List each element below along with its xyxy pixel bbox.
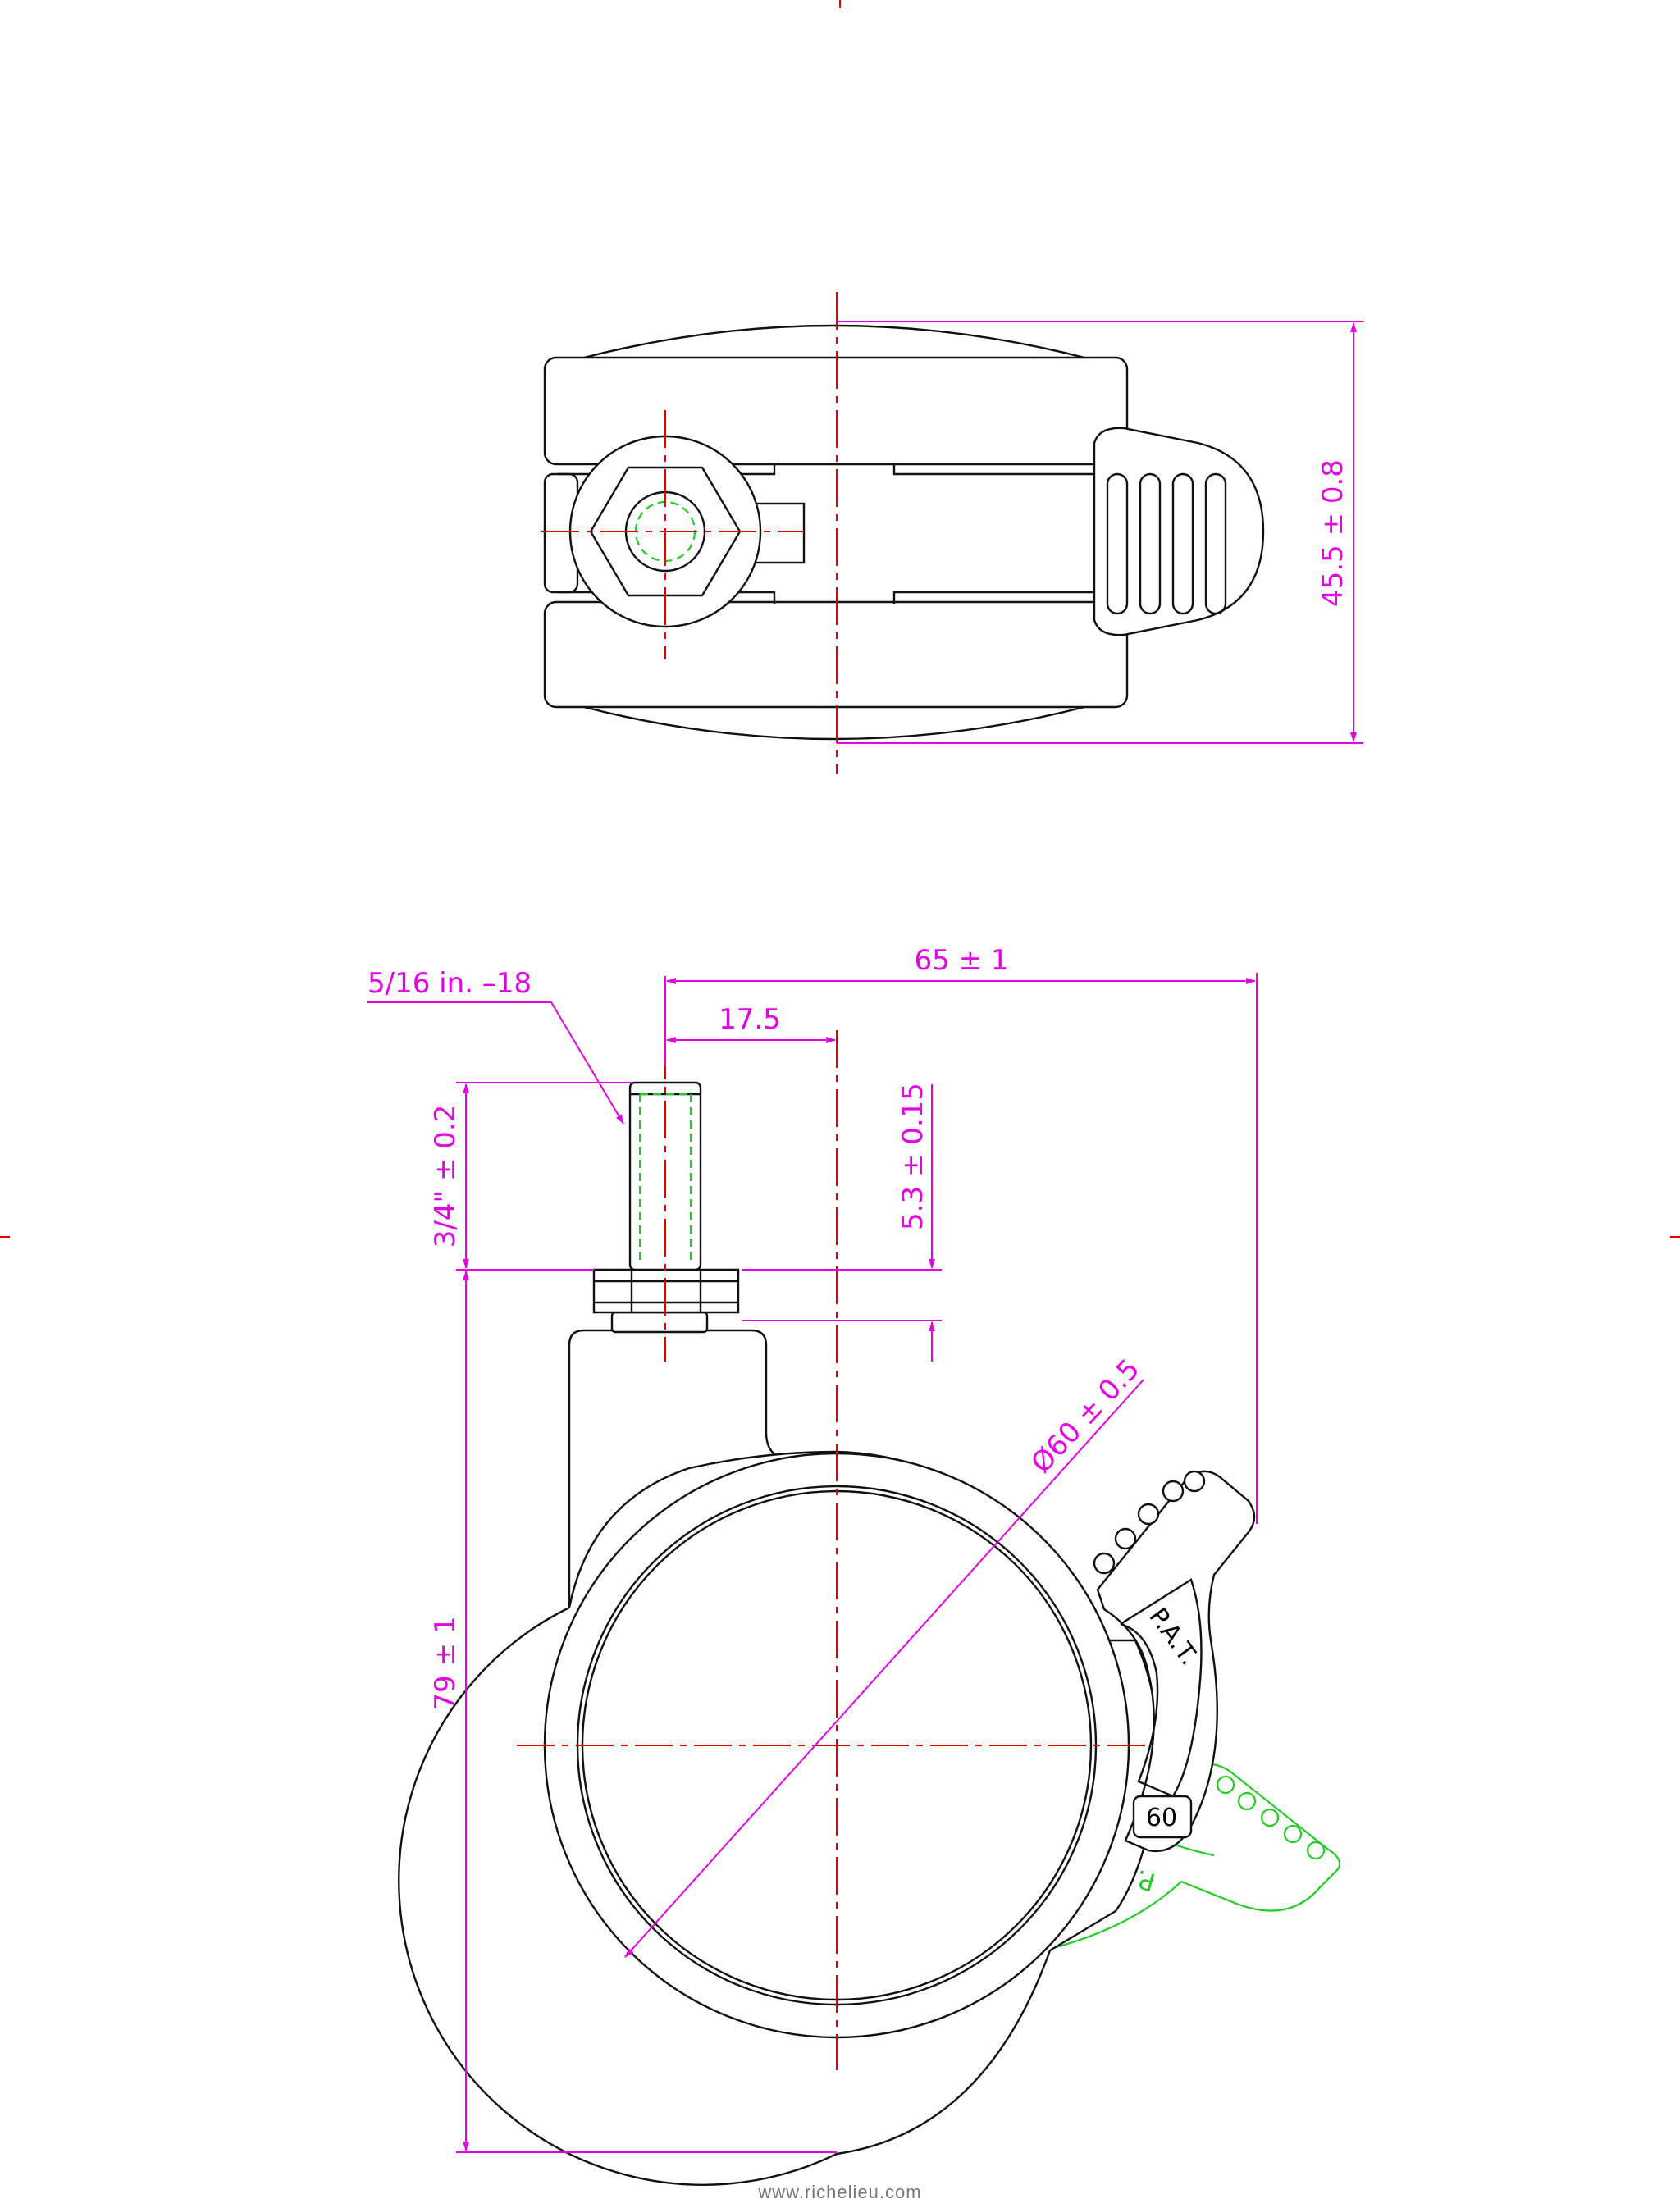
- footer-url: www.richelieu.com: [757, 2182, 921, 2202]
- dimension-nut-height: 5.3 ± 0.15: [742, 1083, 942, 1362]
- stem-collar: [610, 1311, 709, 1334]
- middle-band: [558, 463, 1094, 604]
- brake-pedal: P.A.T. 60: [1093, 1470, 1256, 1853]
- dimension-thread: 5/16 in. –18: [368, 967, 624, 1125]
- pedal-ribs: [1106, 472, 1227, 615]
- wheel-size-label: 60: [1146, 1804, 1177, 1832]
- side-view: P.A.T. P.A.T. 60: [368, 944, 1341, 2186]
- brake-pedal-top: [1093, 427, 1265, 636]
- dimension-stem-length: 3/4" ± 0.2: [429, 1082, 632, 1271]
- wheel-diameter-label: Ø60 ± 0.5: [1025, 1353, 1146, 1480]
- tread-top-arc: [583, 324, 1085, 359]
- offset-label: 17.5: [719, 1003, 781, 1036]
- overall-height-label: 79 ± 1: [429, 1617, 462, 1711]
- thread-label: 5/16 in. –18: [368, 967, 532, 1000]
- top-view: 45.5 ± 0.8: [541, 292, 1363, 774]
- stem-length-label: 3/4" ± 0.2: [429, 1105, 462, 1248]
- dimension-offset: 17.5: [666, 1003, 836, 1043]
- dimension-height-top: 45.5 ± 0.8: [837, 321, 1363, 744]
- height-top-label: 45.5 ± 0.8: [1317, 459, 1349, 607]
- dimension-overall-length: 65 ± 1: [664, 944, 1258, 1524]
- sheet-ticks: [0, 0, 1680, 1238]
- overall-length-label: 65 ± 1: [915, 944, 1009, 977]
- tread-bottom-arc: [583, 705, 1085, 741]
- dimension-overall-height: 79 ± 1: [429, 1271, 837, 2153]
- wheel-size-badge: [1132, 1795, 1193, 1839]
- nut-height-label: 5.3 ± 0.15: [897, 1083, 929, 1230]
